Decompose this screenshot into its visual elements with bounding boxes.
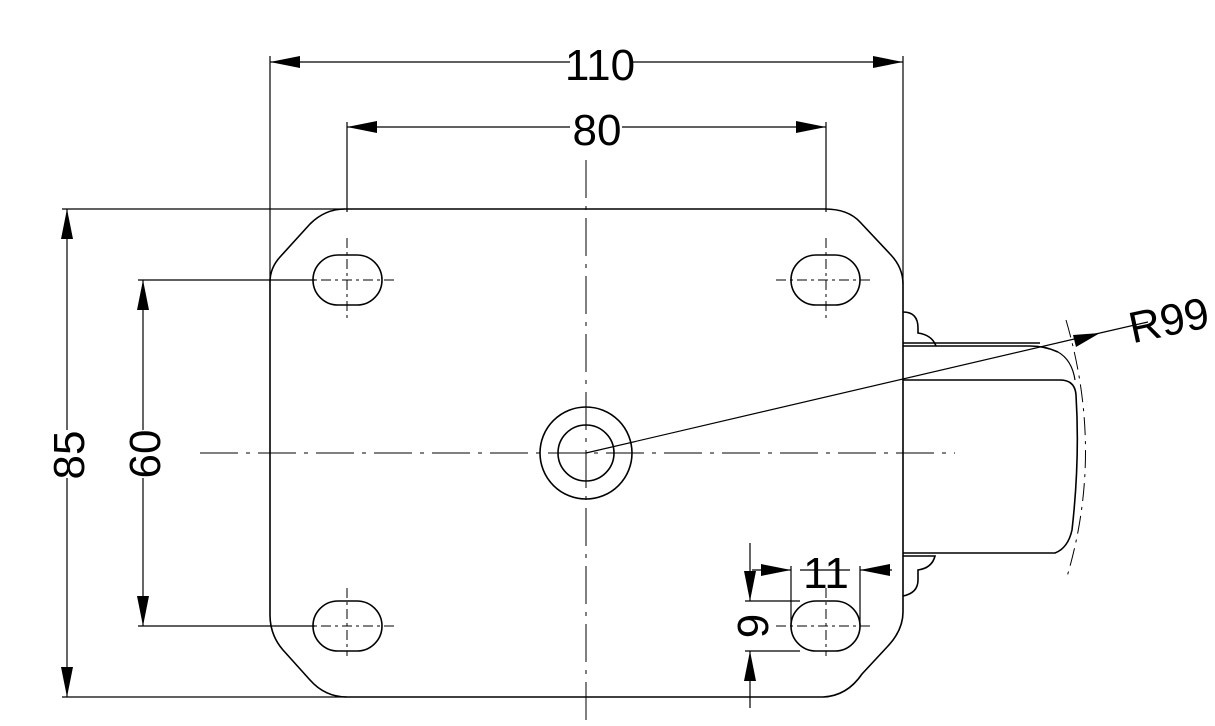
slot-top-right: [776, 238, 872, 318]
wheel-assembly: [902, 311, 1086, 597]
dim-radius: R99: [585, 288, 1214, 454]
dim-hole-width: 80: [346, 106, 827, 212]
dim-label-60: 60: [121, 430, 170, 479]
dim-overall-height: 85: [45, 208, 347, 698]
dim-hole-height: 60: [121, 279, 315, 627]
dim-overall-width: 110: [269, 41, 904, 284]
dim-slot-length: 11: [752, 549, 892, 626]
dim-slot-width: 9: [729, 543, 800, 708]
dim-label-110: 110: [565, 41, 635, 90]
slot-top-left: [300, 238, 394, 318]
slot-bottom-left: [300, 588, 394, 656]
plate-outline: [269, 208, 904, 698]
dim-label-r99: R99: [1124, 288, 1213, 353]
center-hole-outer: [539, 406, 633, 500]
r99-arc: [1065, 319, 1086, 581]
dim-label-9: 9: [729, 614, 778, 638]
dim-label-80: 80: [573, 106, 622, 155]
dim-label-11: 11: [803, 549, 849, 598]
dim-label-85: 85: [45, 431, 94, 480]
center-hole-inner: [557, 424, 615, 482]
